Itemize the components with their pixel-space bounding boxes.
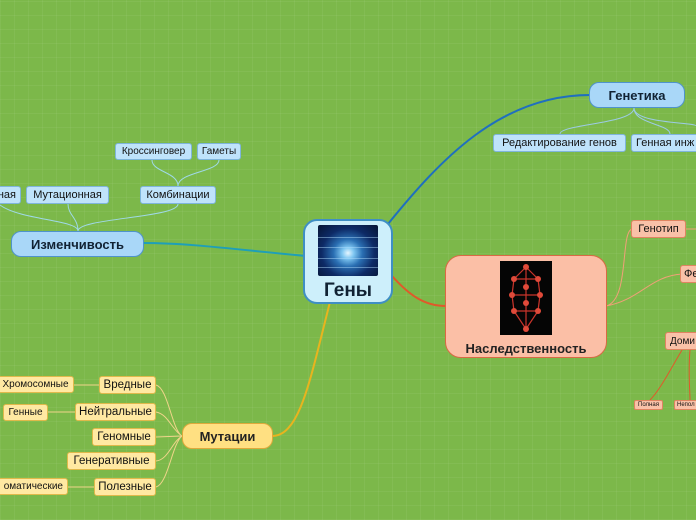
subtopic-variability-partial[interactable]: ная: [0, 186, 21, 204]
dna-network-icon: [318, 225, 378, 276]
subtopic-dominance[interactable]: Доми: [665, 332, 696, 350]
subtopic-gene-mutations[interactable]: Генные: [3, 404, 48, 421]
link-center-variability: [143, 242, 307, 257]
subtopic-gene-editing[interactable]: Редактирование генов: [493, 134, 626, 152]
subtopic-useful[interactable]: Полезные: [94, 478, 156, 496]
subtopic-somatic[interactable]: оматические: [0, 478, 68, 495]
link-mutation-leaves: [48, 384, 100, 488]
topic-heredity[interactable]: Наследственность: [445, 255, 607, 358]
subtopic-gametes[interactable]: Гаметы: [197, 143, 241, 160]
subtopic-combinational[interactable]: Комбинации: [140, 186, 216, 204]
link-heredity-children: [605, 228, 696, 307]
subtopic-generative[interactable]: Генеративные: [67, 452, 156, 470]
link-combination-children: [151, 159, 220, 187]
topic-genetics[interactable]: Генетика: [589, 82, 685, 108]
subtopic-genotype[interactable]: Генотип: [631, 220, 686, 238]
tree-of-life-drawing: [509, 264, 543, 332]
subtopic-chromosomal[interactable]: Хромосомные: [0, 376, 74, 393]
link-center-heredity: [391, 275, 447, 307]
link-dominance-children: [649, 349, 691, 401]
tree-of-life-icon: [500, 261, 552, 335]
subtopic-phenotype[interactable]: Фе: [680, 265, 696, 283]
subtopic-harmful[interactable]: Вредные: [99, 376, 156, 394]
subtopic-genetic-engineering[interactable]: Генная инж: [631, 134, 696, 152]
link-center-mutations: [271, 301, 331, 437]
subtopic-mutational[interactable]: Мутационная: [26, 186, 109, 204]
link-genetics-children: [559, 107, 696, 135]
subtopic-crossing-over[interactable]: Кроссинговер: [115, 143, 192, 160]
central-node-genes[interactable]: Гены: [303, 219, 393, 304]
subtopic-neutral[interactable]: Нейтральные: [75, 403, 156, 421]
subtopic-genomic[interactable]: Геномные: [92, 428, 156, 446]
topic-heredity-title: Наследственность: [465, 341, 587, 356]
link-variability-children: [0, 203, 179, 232]
central-node-title: Гены: [323, 280, 373, 301]
subtopic-complete-dominance[interactable]: Полная: [634, 400, 663, 410]
topic-variability[interactable]: Изменчивость: [11, 231, 144, 257]
link-mutations-children: [155, 384, 183, 488]
subtopic-incomplete-dominance[interactable]: Непол: [674, 400, 696, 410]
link-center-genetics: [387, 94, 591, 225]
topic-mutations[interactable]: Мутации: [182, 423, 273, 449]
